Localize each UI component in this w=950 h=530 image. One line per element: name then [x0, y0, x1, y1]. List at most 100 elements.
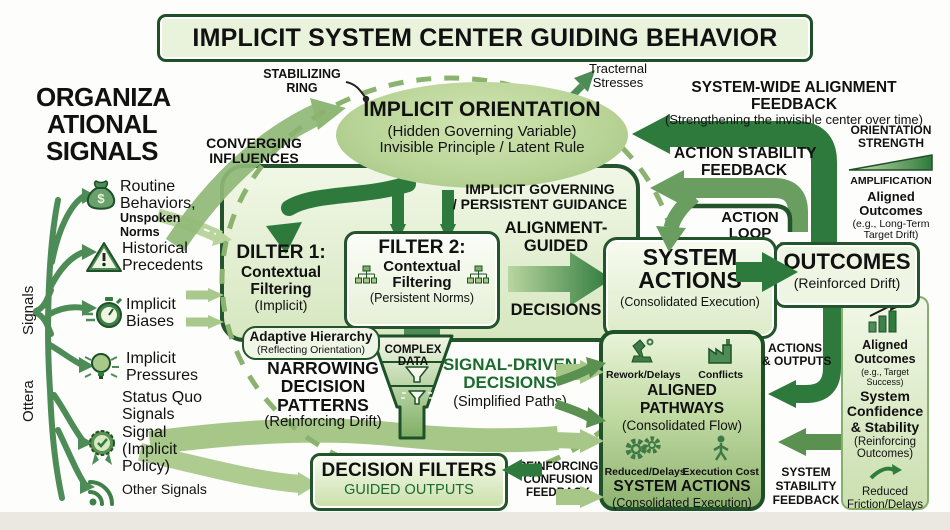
- label-title: SIGNAL-DRIVEN DECISIONS: [442, 355, 578, 393]
- label-line: / PERSISTENT GUIDANCE: [452, 196, 628, 213]
- label-line: Stresses: [592, 75, 644, 91]
- signal-item-other: Other Signals: [122, 481, 214, 497]
- aligned-pathways-title: ALIGNED PATHWAYS: [639, 381, 725, 417]
- strength-wedge-icon: [848, 154, 933, 171]
- filter2-body: Contextual Filtering: [383, 258, 461, 291]
- conflicts-cell: Conflicts: [682, 337, 759, 381]
- signal-item-sublabel: Unspoken Norms: [120, 211, 181, 239]
- actions-outputs-label: ACTIONS & OUTPUTS: [762, 341, 832, 368]
- label-line: & OUTPUTS: [762, 353, 832, 368]
- label-title: SYSTEM-WIDE ALIGNMENT FEEDBACK: [691, 79, 897, 113]
- alignment-guided-label: ALIGNMENT- GUIDED: [500, 219, 612, 256]
- adaptive-hierarchy-label: Adaptive Hierarchy (Reflecting Orientati…: [242, 326, 380, 360]
- panel-aligned-sub: (e.g., Target Success): [861, 366, 909, 387]
- label-line: DATA: [397, 356, 429, 369]
- label-line: RING: [286, 80, 318, 95]
- aligned-outcomes-sub: (e.g., Long-Term Target Drift): [852, 217, 930, 242]
- bottom-strip: [0, 512, 950, 530]
- decision-filters-box: DECISION FILTERS GUIDED OUTPUTS: [310, 453, 508, 511]
- decision-filters-title: DECISION FILTERS: [321, 460, 497, 481]
- decisions-label: DECISIONS: [510, 301, 602, 319]
- label-line: ORIENTATION: [850, 123, 932, 137]
- rework-label: Rework/Delays: [605, 369, 681, 381]
- heading-line: SIGNALS: [45, 135, 159, 166]
- signal-driven-label: SIGNAL-DRIVEN DECISIONS (Simplified Path…: [440, 355, 580, 410]
- outcomes-box: OUTCOMES (Reinforced Drift): [774, 242, 920, 308]
- ribbon-badge-icon: [82, 426, 122, 472]
- label-line: FEEDBACK: [700, 161, 788, 179]
- implicit-governing-label: IMPLICIT GOVERNING / PERSISTENT GUIDANCE: [452, 181, 628, 213]
- label-line: INFLUENCES: [209, 150, 299, 167]
- heading-line: ATIONAL: [46, 108, 158, 139]
- reduced-cell: Reduced/Delays: [605, 434, 686, 478]
- label-line: ACTIONS: [768, 341, 822, 355]
- system-actions-title: SYSTEM ACTIONS: [638, 244, 742, 294]
- system-wide-feedback-label: SYSTEM-WIDE ALIGNMENT FEEDBACK (Strength…: [648, 79, 940, 128]
- hierarchy-icon: [467, 265, 489, 284]
- label-sub: (Reflecting Orientation): [257, 343, 365, 356]
- signal-item-biases: Implicit Biases: [126, 296, 206, 330]
- conflicts-label: Conflicts: [698, 369, 744, 381]
- factory-icon: [707, 339, 732, 364]
- vertical-label-ottera: Ottera: [20, 380, 37, 422]
- execution-cost-label: Execution Cost: [682, 465, 759, 478]
- signal-item-label: Implicit Pressures: [126, 350, 199, 385]
- action-stability-label: ACTION STABILITY FEEDBACK: [674, 145, 817, 179]
- label-sub: (Reinforcing Drift): [264, 413, 382, 431]
- decision-filters-sub: GUIDED OUTPUTS: [344, 482, 474, 498]
- label-line: COMPLEX: [384, 344, 442, 356]
- label-sub: (Simplified Paths): [453, 393, 567, 410]
- stabilizing-ring-label: STABILIZING RING: [256, 67, 348, 95]
- execution-cell: Execution Cost: [682, 434, 759, 478]
- money-bag-icon: $: [84, 179, 118, 217]
- tracternal-stresses-label: Tracternal Stresses: [580, 61, 656, 91]
- outcomes-sub: (Reinforced Drift): [793, 275, 901, 291]
- aligned-pathways-sub: (Consolidated Flow): [621, 417, 743, 433]
- signal-item-pressures: Implicit Pressures: [126, 350, 210, 384]
- signal-item-label: Implicit Biases: [126, 296, 176, 331]
- orientation-sub1: (Hidden Governing Variable): [387, 122, 577, 140]
- signal-item-label: Status Quo Signals: [122, 389, 203, 424]
- aligned-pathways-box: Rework/Delays Conflicts ALIGNED PATHWAYS…: [599, 330, 765, 511]
- system-stability-arrowhead: [778, 428, 806, 456]
- hierarchy-icon: [355, 265, 377, 284]
- organizational-signals-heading: ORGANIZA ATIONAL SIGNALS: [36, 84, 171, 166]
- system-actions-sub: (Consolidated Execution): [620, 294, 760, 309]
- signal-item-status-quo: Status Quo Signals: [122, 389, 212, 423]
- panel-aligned-label: Aligned Outcomes: [854, 338, 916, 366]
- label-line: CONVERGING: [206, 135, 302, 151]
- signal-item-label: Other Signals: [122, 481, 207, 497]
- signal-item-label: Signal (Implicit Policy): [122, 424, 178, 476]
- signal-item-historical: Historical Precedents: [122, 240, 208, 274]
- system-confidence-panel: Aligned Outcomes (e.g., Target Success) …: [841, 296, 929, 512]
- outcomes-title: OUTCOMES: [783, 249, 911, 274]
- amplification-label: AMPLIFICATION: [850, 175, 932, 188]
- panel-confidence-sub: (Reinforcing Outcomes): [854, 435, 916, 461]
- system-actions2-title: SYSTEM ACTIONS: [613, 478, 751, 495]
- filter2-sub: (Persistent Norms): [369, 290, 475, 305]
- filter2-title: FILTER 2:: [378, 237, 466, 258]
- reinforcing-feedback-label: REINFORCING CONFUSION FEEDBACK: [518, 461, 599, 500]
- warning-triangle-icon: [86, 241, 122, 277]
- page-title: IMPLICIT SYSTEM CENTER GUIDING BEHAVIOR: [157, 14, 813, 62]
- robot-arm-icon: [631, 338, 654, 363]
- signal-item-policy: Signal (Implicit Policy): [122, 424, 194, 475]
- gears-icon: [625, 435, 662, 459]
- person-cost-icon: [713, 435, 729, 461]
- stopwatch-icon: [84, 294, 124, 334]
- panel-reduced-label: Reduced Friction/Delays: [846, 486, 924, 512]
- lightbulb-icon: [82, 347, 120, 387]
- orientation-strength-block: ORIENTATION STRENGTH AMPLIFICATION Align…: [843, 124, 939, 242]
- swoosh-arrow-icon: [869, 464, 902, 480]
- converging-influences-label: CONVERGING INFLUENCES: [204, 135, 304, 167]
- filter1-title: DILTER 1:: [236, 242, 326, 263]
- filter1-body: Contextual Filtering: [240, 263, 322, 298]
- complex-data-label: COMPLEX DATA: [384, 344, 442, 369]
- label-line: Adaptive Hierarchy: [249, 329, 373, 344]
- narrowing-patterns-label: NARROWING DECISION PATTERNS (Reinforcing…: [262, 359, 384, 430]
- filter2-box: FILTER 2: Contextual Filtering (Persiste…: [344, 231, 500, 329]
- system-actions-box: SYSTEM ACTIONS (Consolidated Execution): [603, 237, 777, 339]
- rework-cell: Rework/Delays: [605, 337, 682, 381]
- signal-item-label: Routine Behaviors,: [120, 178, 196, 213]
